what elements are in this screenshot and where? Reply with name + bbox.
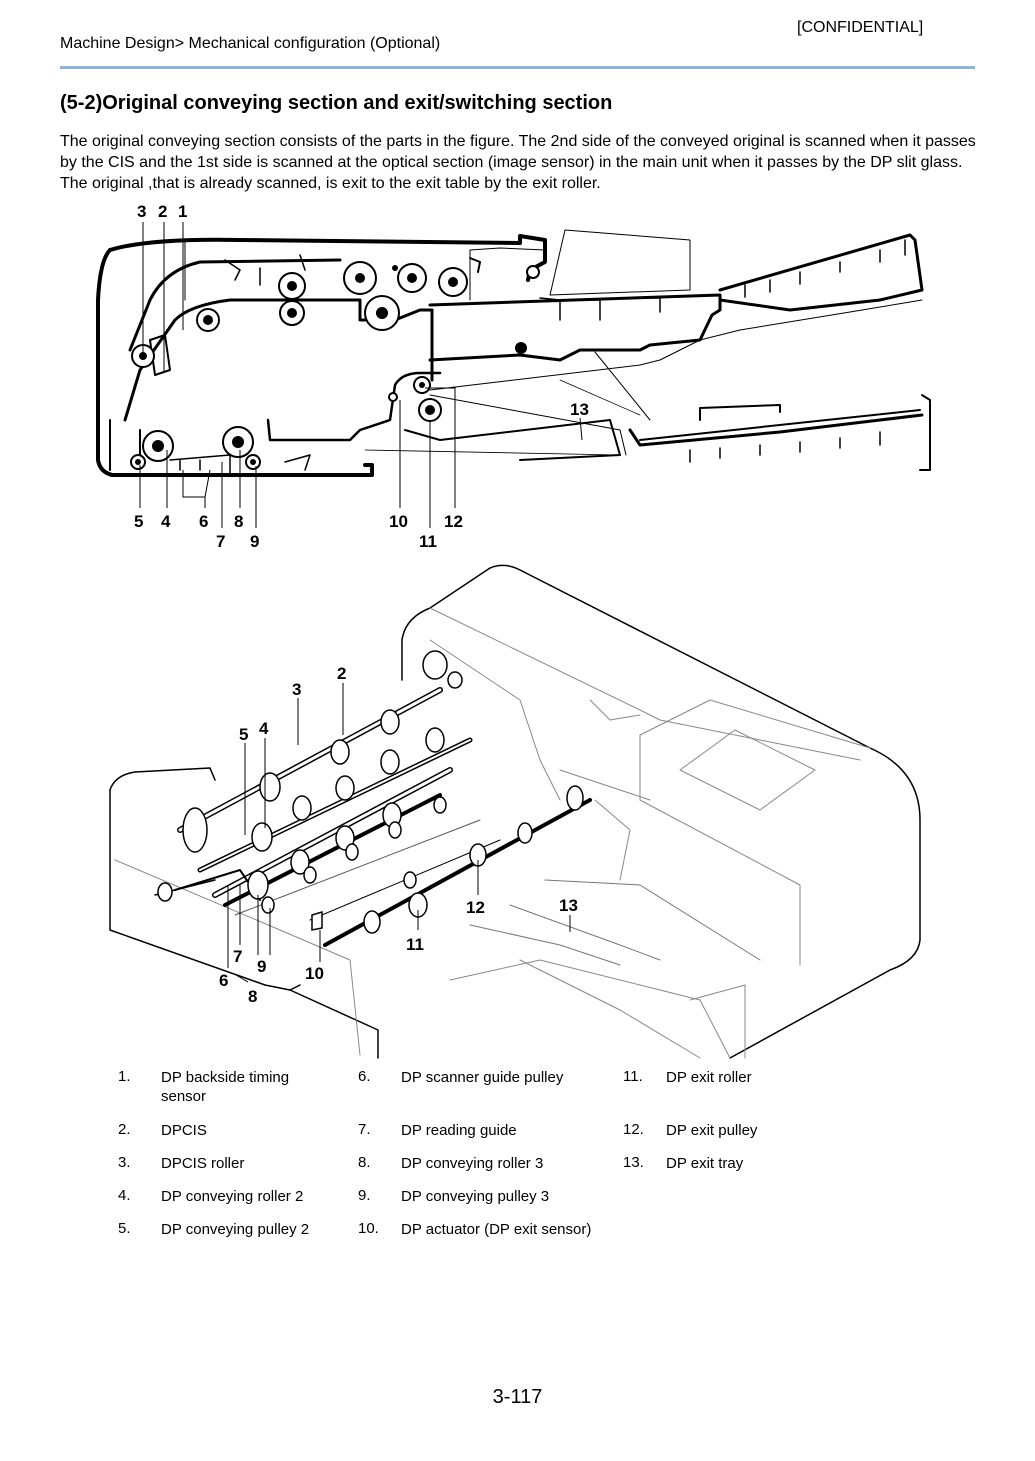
fig2-callout-9: 9: [257, 957, 266, 976]
fig1-callout-3: 3: [137, 202, 146, 221]
fig1-callout-13: 13: [570, 400, 589, 419]
legend-number: 13.: [623, 1154, 644, 1171]
legend-number: 6.: [358, 1068, 371, 1085]
legend-text: DP reading guide: [401, 1122, 517, 1139]
legend-number: 9.: [358, 1187, 371, 1204]
legend-text: DP actuator (DP exit sensor): [401, 1221, 592, 1238]
legend-text: DPCIS roller: [161, 1155, 245, 1172]
legend-number: 7.: [358, 1121, 371, 1138]
legend-number: 11.: [623, 1068, 643, 1085]
legend-text: DP conveying roller 3: [401, 1155, 544, 1172]
header-rule: [60, 66, 975, 69]
fig1-callout-10: 10: [389, 512, 408, 531]
legend-text: DP scanner guide pulley: [401, 1069, 564, 1086]
fig1-callout-11: 11: [419, 532, 437, 551]
fig1-callout-2: 2: [158, 202, 167, 221]
legend-text: DP conveying pulley 3: [401, 1188, 550, 1205]
fig2-callout-12: 12: [466, 898, 485, 917]
fig2-callout-7: 7: [233, 947, 242, 966]
fig2-callout-4: 4: [259, 719, 269, 738]
legend-number: 8.: [358, 1154, 371, 1171]
legend-number: 2.: [118, 1121, 131, 1138]
legend-number: 1.: [118, 1068, 131, 1085]
fig1-callout-5: 5: [134, 512, 143, 531]
legend-number: 12.: [623, 1121, 644, 1138]
fig2-callout-2: 2: [337, 664, 346, 683]
fig1-callout-6: 6: [199, 512, 208, 531]
confidential-label: [CONFIDENTIAL]: [797, 19, 924, 36]
fig2-callout-3: 3: [292, 680, 301, 699]
legend-text: DP conveying pulley 2: [161, 1221, 310, 1238]
fig2-callout-10: 10: [305, 964, 324, 983]
fig1-callout-12: 12: [444, 512, 463, 531]
cross-section-diagram: 3 2 1 5 4 6 8 7 9 10 12 11 13: [96, 202, 931, 551]
fig1-callout-4: 4: [161, 512, 171, 531]
intro-paragraph: The original conveying section consists …: [60, 133, 976, 192]
section-title: (5-2)Original conveying section and exit…: [60, 92, 613, 114]
isometric-diagram: 2 3 5 4 12 13 11 7 9 10 6 8: [109, 564, 921, 1059]
fig2-callout-13: 13: [559, 896, 578, 915]
legend-number: 4.: [118, 1187, 131, 1204]
breadcrumb: Machine Design> Mechanical configuration…: [60, 35, 441, 52]
fig2-callout-11: 11: [406, 935, 424, 954]
fig2-callout-6: 6: [219, 971, 228, 990]
legend-text: DP exit roller: [666, 1069, 752, 1086]
fig1-callout-7: 7: [216, 532, 225, 551]
legend-number: 10.: [358, 1220, 379, 1237]
page-number: 3-117: [492, 1386, 543, 1408]
fig1-callout-8: 8: [234, 512, 243, 531]
fig2-callout-8: 8: [248, 987, 257, 1006]
legend-text: DP conveying roller 2: [161, 1188, 304, 1205]
fig1-callout-1: 1: [178, 202, 187, 221]
fig1-callout-9: 9: [250, 532, 259, 551]
legend-text: DP backside timing sensor: [161, 1069, 290, 1105]
legend-number: 5.: [118, 1220, 131, 1237]
legend-text: DPCIS: [161, 1122, 207, 1139]
fig2-callout-5: 5: [239, 725, 248, 744]
legend-number: 3.: [118, 1154, 131, 1171]
legend-text: DP exit pulley: [666, 1122, 758, 1139]
legend-text: DP exit tray: [666, 1155, 744, 1172]
